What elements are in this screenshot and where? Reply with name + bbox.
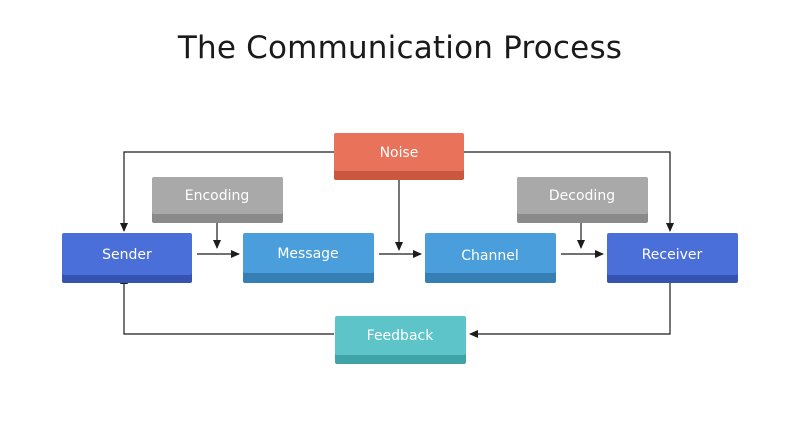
node-encoding: Encoding xyxy=(152,177,283,223)
node-noise: Noise xyxy=(334,133,464,180)
node-encoding-label: Encoding xyxy=(185,188,250,204)
node-message-label: Message xyxy=(277,246,338,262)
node-decoding-label: Decoding xyxy=(549,188,615,204)
diagram-title: The Communication Process xyxy=(177,30,623,66)
node-feedback: Feedback xyxy=(335,316,466,364)
node-channel: Channel xyxy=(425,233,556,283)
node-noise-label: Noise xyxy=(380,145,419,161)
node-channel-label: Channel xyxy=(461,248,518,264)
feedback-to-sender-arrow xyxy=(120,275,334,335)
node-receiver: Receiver xyxy=(607,233,738,283)
node-receiver-label: Receiver xyxy=(642,247,703,263)
connectors xyxy=(120,151,674,338)
node-sender: Sender xyxy=(62,233,192,283)
noise-to-receiver-arrow xyxy=(464,151,674,232)
node-decoding: Decoding xyxy=(517,177,648,223)
node-feedback-label: Feedback xyxy=(367,328,435,344)
receiver-to-feedback-arrow xyxy=(469,278,671,338)
noise-to-sender-arrow xyxy=(120,151,334,232)
node-sender-label: Sender xyxy=(102,247,152,263)
node-message: Message xyxy=(243,233,374,283)
